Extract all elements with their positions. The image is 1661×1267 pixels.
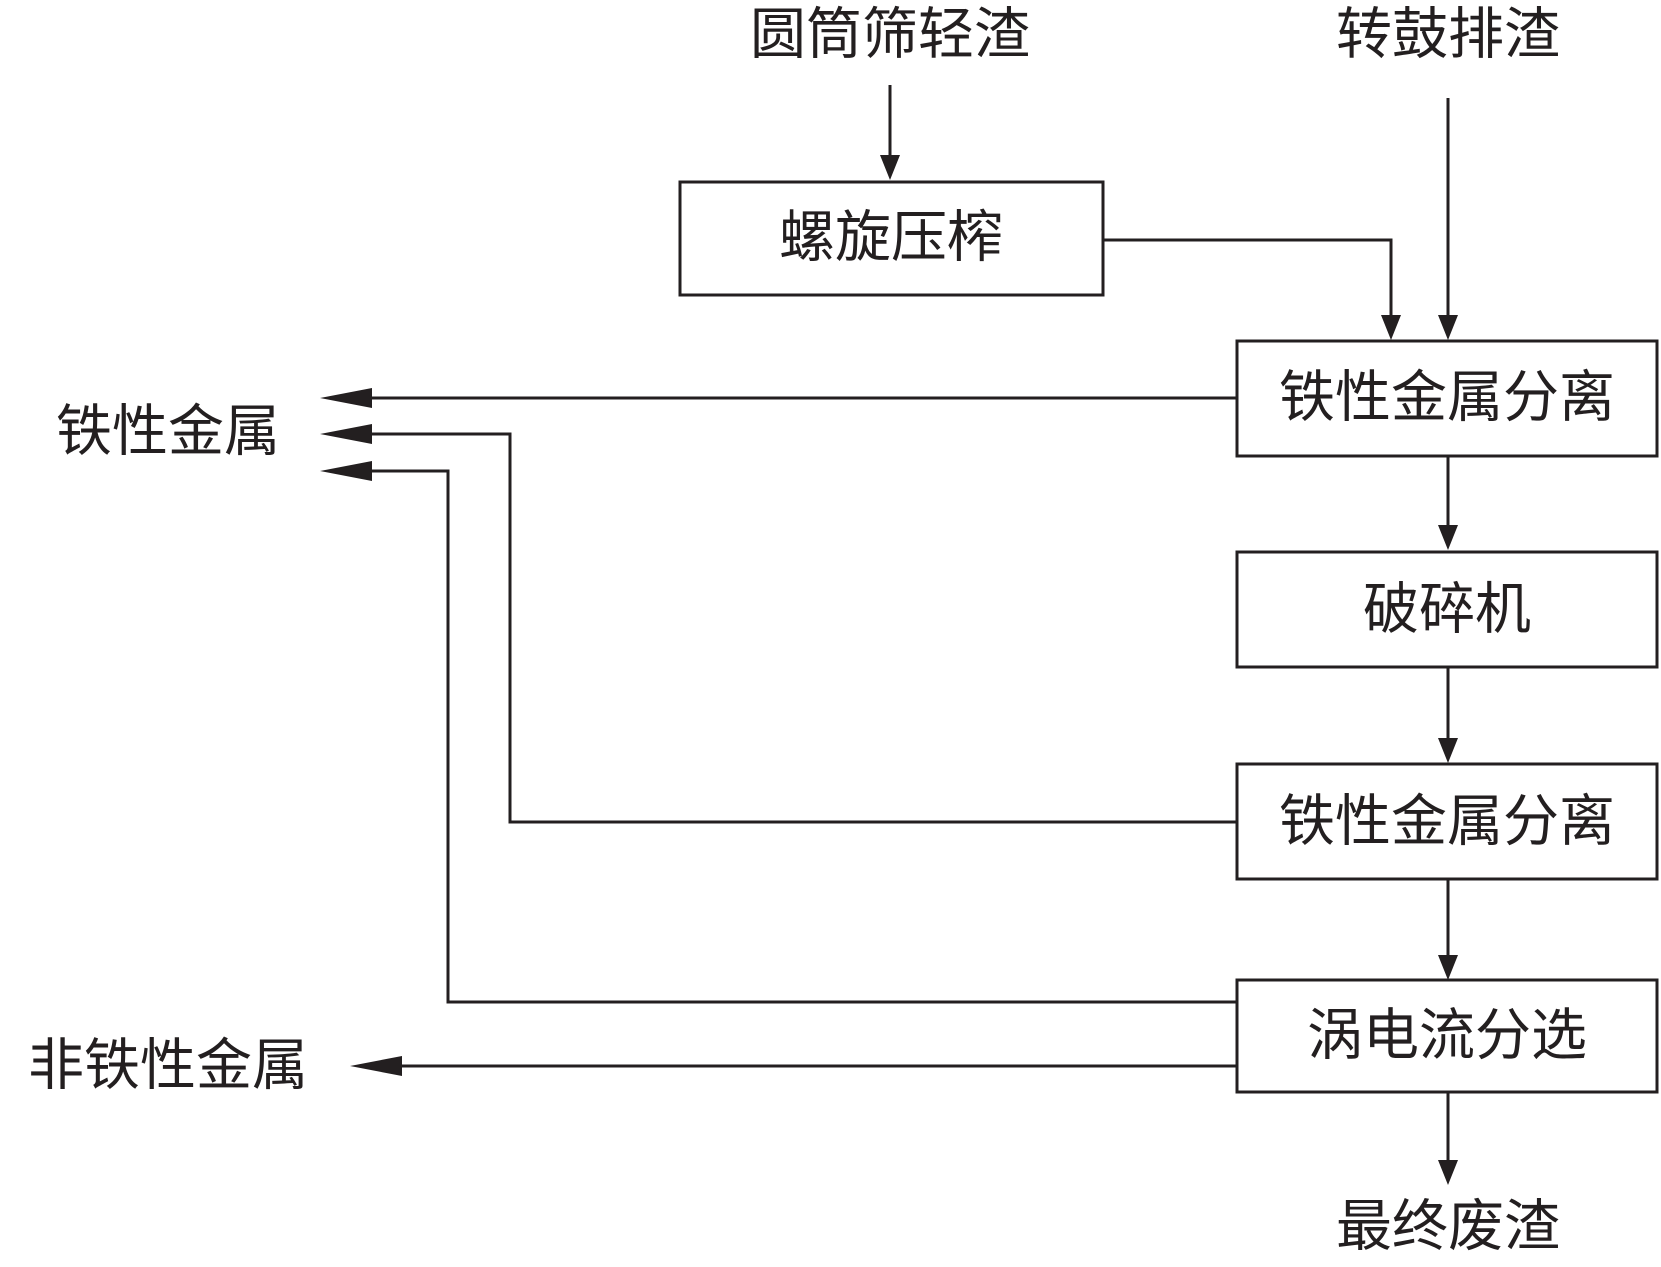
arrow-head: [880, 155, 900, 180]
eddy-current-separation-node: 涡电流分选: [1235, 978, 1659, 1094]
connector-eddy-current-to-ferrous-metal: [340, 469, 1237, 1004]
arrow-head: [320, 461, 372, 481]
connector-screw-press-to-ferrous-1: [1103, 238, 1393, 332]
arrow-head: [1381, 315, 1401, 340]
ferrous-separation-2-node: 铁性金属分离: [1235, 762, 1659, 881]
eddy-current-separation-box: [1235, 978, 1659, 1094]
ferrous-separation-1-box: [1235, 339, 1659, 458]
crusher-node: 破碎机: [1235, 550, 1659, 669]
arrow-head: [1438, 1160, 1458, 1185]
ferrous-separation-1-label: 铁性金属分离: [1279, 366, 1615, 431]
arrow-head: [350, 1056, 402, 1076]
ferrous-separation-2-label: 铁性金属分离: [1279, 790, 1615, 855]
screw-press-node: 螺旋压榨: [678, 180, 1105, 297]
output-final-waste-residue: 最终废渣: [1336, 1195, 1560, 1260]
crusher-label: 破碎机: [1363, 578, 1531, 643]
input-drum-screen-light-residue: 圆筒筛轻渣: [750, 3, 1030, 68]
ferrous-separation-2-box: [1235, 762, 1659, 881]
eddy-current-separation-label: 涡电流分选: [1307, 1004, 1587, 1069]
arrow-head: [320, 388, 372, 408]
crusher-box: [1235, 550, 1659, 669]
connector-ferrous-2-to-ferrous-metal: [340, 432, 1237, 824]
input-drum-discharge-residue: 转鼓排渣: [1336, 3, 1560, 68]
arrow-head: [1438, 525, 1458, 550]
ferrous-separation-1-node: 铁性金属分离: [1235, 339, 1659, 458]
arrow-head: [320, 424, 372, 444]
screw-press-label: 螺旋压榨: [779, 206, 1003, 271]
screw-press-box: [678, 180, 1105, 297]
output-ferrous-metal: 铁性金属: [56, 400, 280, 465]
output-non-ferrous-metal: 非铁性金属: [28, 1034, 308, 1099]
arrow-head: [1438, 738, 1458, 763]
arrow-head: [1438, 955, 1458, 980]
arrow-head: [1438, 315, 1458, 340]
